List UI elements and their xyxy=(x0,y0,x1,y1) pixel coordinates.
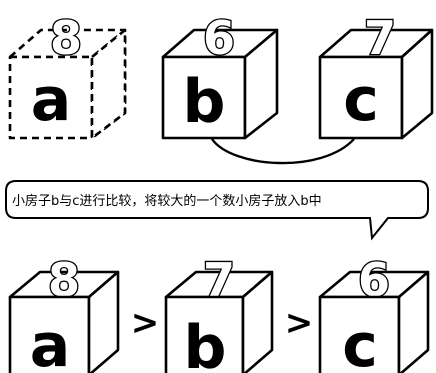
top-box-c: 7 c xyxy=(318,10,434,140)
box-front-face xyxy=(318,295,401,373)
top-box-a: 8 a xyxy=(8,10,127,140)
bottom-box-b: 7 b xyxy=(164,252,274,373)
bubble-outline xyxy=(5,180,429,241)
box-side-face xyxy=(90,28,127,140)
greater-than-sign-2: > xyxy=(285,303,314,343)
bottom-a-letter: a xyxy=(30,311,71,373)
box-side-face xyxy=(397,270,430,373)
box-front-face xyxy=(8,295,91,373)
greater-than-sign-1: > xyxy=(131,303,160,343)
caption-bubble: 小房子b与c进行比较，将较大的一个数小房子放入b中 xyxy=(5,180,429,241)
top-b-letter: b xyxy=(183,67,226,137)
bottom-box-c: 6 c xyxy=(318,252,430,373)
box-side-face xyxy=(87,270,120,373)
bottom-b-letter: b xyxy=(184,313,227,373)
bottom-c-letter: c xyxy=(342,311,378,373)
bottom-box-a: 8 a xyxy=(8,252,120,373)
box-front-face xyxy=(8,55,94,140)
comparison-arc xyxy=(211,138,355,165)
top-c-letter: c xyxy=(343,65,379,135)
top-a-digit: 8 xyxy=(50,11,82,65)
caption-text: 小房子b与c进行比较，将较大的一个数小房子放入b中 xyxy=(12,193,322,209)
box-front-face xyxy=(164,295,245,373)
box-side-face xyxy=(400,28,434,140)
box-side-face xyxy=(243,28,279,140)
top-box-b: 6 b xyxy=(161,10,279,140)
box-side-face xyxy=(241,270,274,373)
top-a-letter: a xyxy=(31,65,72,135)
